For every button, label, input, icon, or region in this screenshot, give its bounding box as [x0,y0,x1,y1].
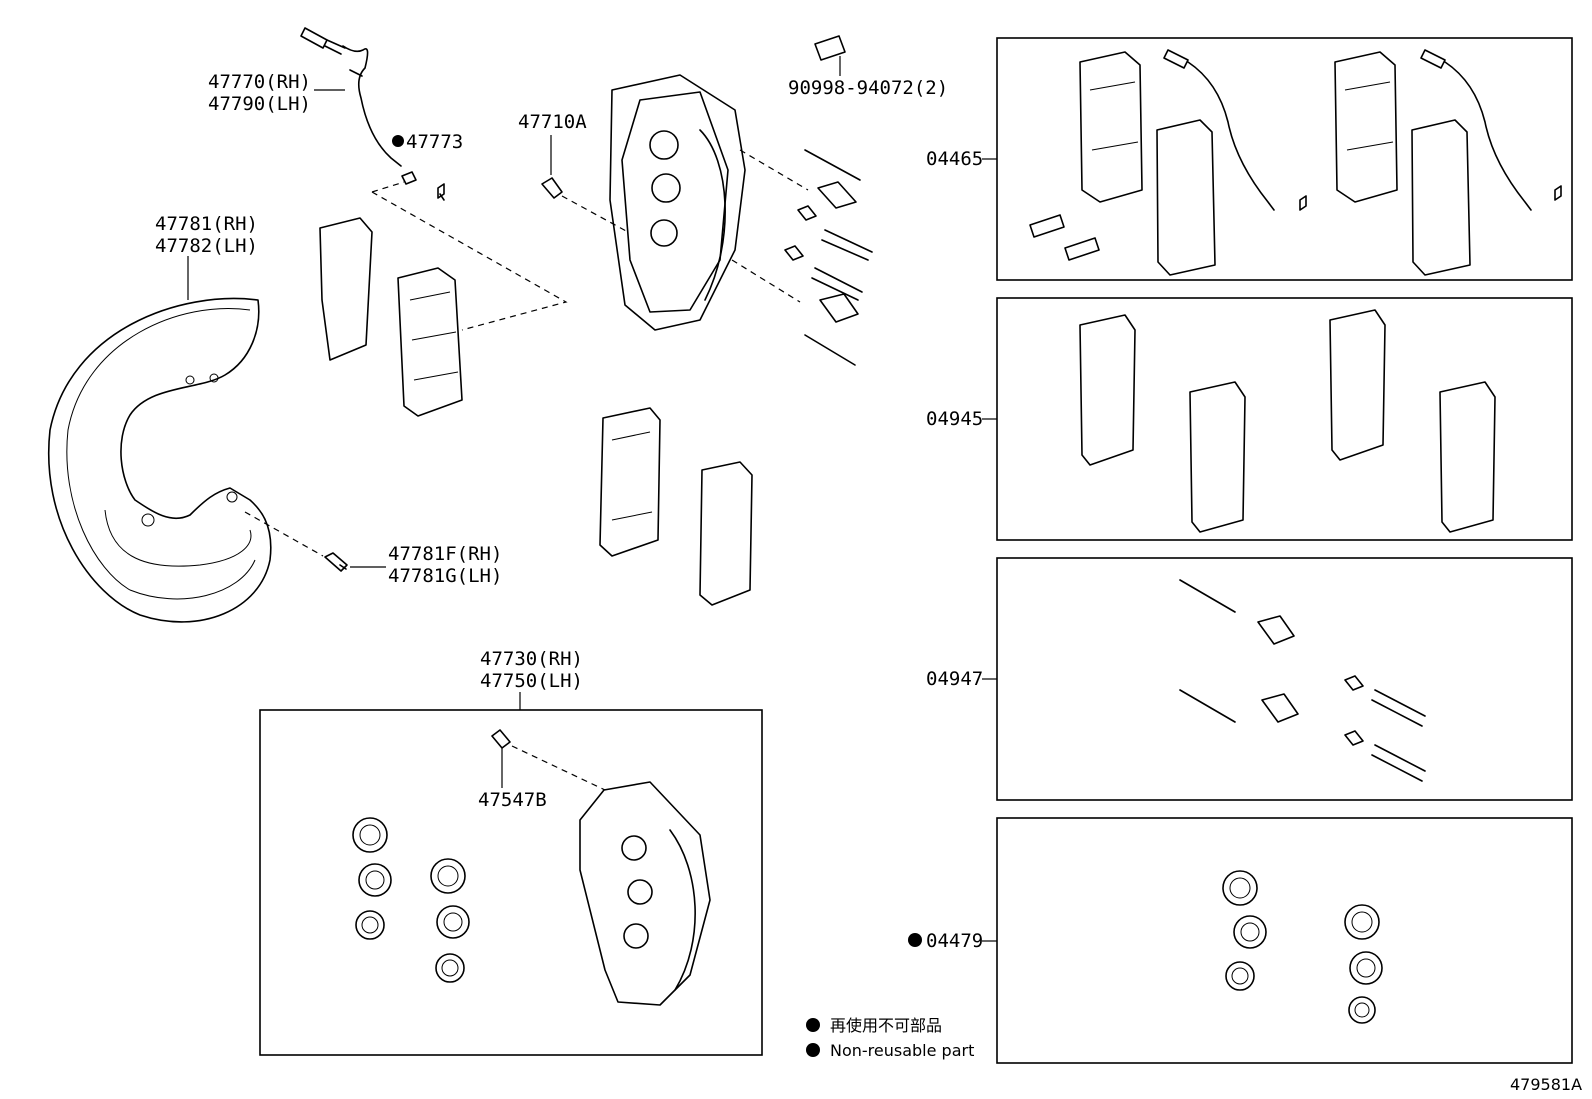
kit-04479-parts [1222,870,1383,1024]
diagram-id: 479581A [1510,1075,1582,1094]
legend-jp: 再使用不可部品 [830,1016,942,1035]
kit-04947-parts [1179,579,1426,782]
kit-04945-parts [1079,309,1496,533]
sensor-label-rh: 47770(RH) [208,71,311,93]
kit-04465-label: 04465 [926,148,983,170]
kit-04945-label: 04945 [926,408,983,430]
bleeder-bottom-label: 47547B [478,789,547,811]
anti-squeal-shim [319,217,373,361]
piston-seals-assy [352,817,470,983]
shield-bolt [324,552,348,572]
caliper-assy-label-rh: 47730(RH) [480,648,583,670]
kit-04947-label: 04947 [926,668,983,690]
shield-bolt-label-lh: 47781G(LH) [388,565,502,587]
shield-label-rh: 47781(RH) [155,213,258,235]
bleeder-screw-bottom [491,729,511,749]
shim-middle [699,461,753,606]
sensor-clip [437,183,445,201]
kit-box-04945 [996,297,1573,541]
brake-pad-middle [599,407,661,557]
non-reusable-dot-kit [908,933,922,947]
pin-kit-label: 90998-94072(2) [788,77,948,99]
caliper-assy-label-lh: 47750(LH) [480,670,583,692]
sensor-label-lh: 47790(LH) [208,93,311,115]
clip-label: 47773 [406,131,463,153]
legend: 再使用不可部品 Non-reusable part [806,1016,974,1060]
pin-kit [784,35,873,366]
shield-label-lh: 47782(LH) [155,235,258,257]
caliper-assy-box [259,709,763,1056]
bleeder-screw-top [541,177,563,199]
brake-pad [397,267,463,417]
kit-box-04479 [996,817,1573,1064]
legend-dot-jp [806,1018,820,1032]
kit-box-04947 [996,557,1573,801]
kit-04465-parts [1029,49,1562,276]
kit-box-04465 [996,37,1573,281]
legend-dot-en [806,1043,820,1057]
legend-en: Non-reusable part [830,1041,974,1060]
caliper-body-bottom [579,781,711,1006]
wear-sensor [300,27,417,185]
dust-shield [48,297,272,623]
non-reusable-dot [392,135,404,147]
caliper-body-top [609,74,746,331]
bleeder-top-label: 47710A [518,111,587,133]
shield-bolt-label-rh: 47781F(RH) [388,543,502,565]
kit-04479-label: 04479 [926,930,983,952]
